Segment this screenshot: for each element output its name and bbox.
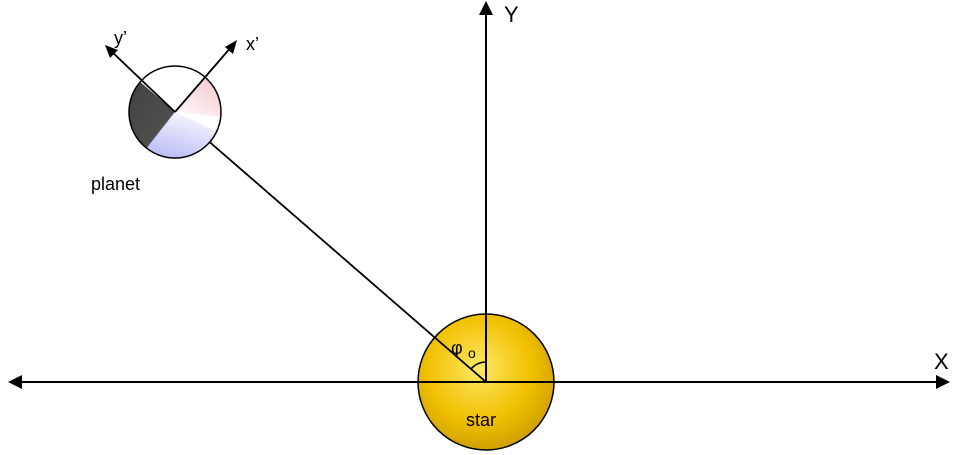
x-prime-label: x’ xyxy=(246,34,259,54)
y-prime-arrowhead xyxy=(105,45,118,58)
x-prime-axis xyxy=(174,40,237,113)
x-axis-left-arrowhead xyxy=(8,375,22,389)
phi-subscript-label: o xyxy=(468,345,476,361)
y-axis-arrowhead xyxy=(479,1,493,15)
y-axis-label: Y xyxy=(504,2,519,27)
x-prime-arrowhead xyxy=(225,40,237,54)
angle-arc xyxy=(470,361,487,370)
planet-outline xyxy=(128,65,222,159)
star-planet-line xyxy=(174,111,487,383)
planet-blue-region xyxy=(129,112,221,158)
x-axis-label: X xyxy=(934,349,949,374)
y-prime-label: y’ xyxy=(114,28,127,48)
planet xyxy=(128,65,222,159)
x-axis xyxy=(8,375,950,389)
phi-label: φ xyxy=(451,338,463,358)
planet-label: planet xyxy=(91,174,140,194)
y-prime-axis xyxy=(105,45,176,113)
star-label: star xyxy=(466,410,496,430)
x-axis-right-arrowhead xyxy=(936,375,950,389)
y-axis xyxy=(479,1,493,382)
